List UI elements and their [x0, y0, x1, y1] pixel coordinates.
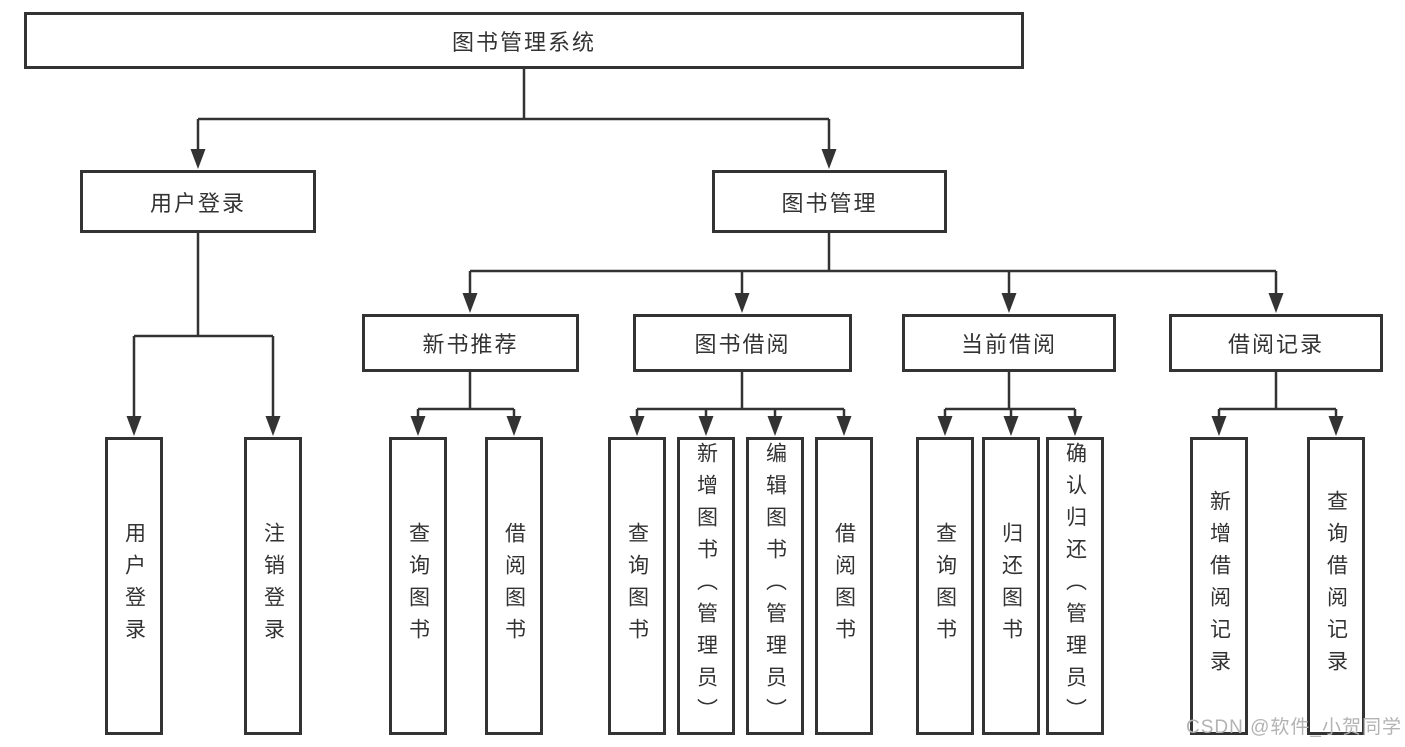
- arrowhead-icon: [734, 293, 750, 313]
- arrowhead-icon: [1268, 293, 1284, 313]
- arrowhead-icon: [767, 416, 783, 436]
- connector-line: [468, 233, 1278, 294]
- leaf-add-borrow-record: 新增借阅记录: [1190, 437, 1248, 735]
- leaf-query-book: 查询图书: [608, 437, 666, 735]
- arrowhead-icon: [1003, 416, 1019, 436]
- arrowhead-icon: [126, 416, 142, 436]
- leaf-add-book-admin: 新增图书（管理员）: [677, 437, 735, 735]
- node-root: 图书管理系统: [24, 12, 1024, 69]
- connector-line: [1217, 372, 1338, 417]
- arrowhead-icon: [1001, 293, 1017, 313]
- connector-line: [416, 372, 516, 417]
- arrowhead-icon: [506, 416, 522, 436]
- arrowhead-icon: [821, 149, 837, 169]
- connector-new-book-recommend-to-leaves: [410, 372, 522, 436]
- node-book-management: 图书管理: [712, 170, 947, 233]
- leaf-confirm-return-admin: 确认归还（管理员）: [1046, 437, 1104, 735]
- arrowhead-icon: [1328, 416, 1344, 436]
- connector-line: [943, 372, 1077, 417]
- arrowhead-icon: [462, 293, 478, 313]
- leaf-logout: 注销登录: [244, 437, 302, 735]
- arrowhead-icon: [190, 149, 206, 169]
- node-book-borrow: 图书借阅: [633, 314, 852, 372]
- connector-user-login-to-leaves: [126, 233, 281, 436]
- node-borrow-records: 借阅记录: [1169, 314, 1383, 372]
- watermark: CSDN @软件_小贺同学: [1186, 717, 1402, 738]
- arrowhead-icon: [836, 416, 852, 436]
- arrowhead-icon: [1067, 416, 1083, 436]
- connector-current-borrow-to-leaves: [937, 372, 1083, 436]
- connector-book-borrow-to-leaves: [629, 372, 852, 436]
- leaf-query-book: 查询图书: [916, 437, 974, 735]
- node-current-borrow: 当前借阅: [902, 314, 1116, 372]
- arrowhead-icon: [410, 416, 426, 436]
- leaf-edit-book-admin: 编辑图书（管理员）: [746, 437, 804, 735]
- leaf-borrow-book: 借阅图书: [485, 437, 543, 735]
- leaf-query-borrow-record: 查询借阅记录: [1307, 437, 1365, 735]
- node-user-login: 用户登录: [80, 170, 316, 233]
- connector-borrow-records-to-leaves: [1211, 372, 1344, 436]
- arrowhead-icon: [265, 416, 281, 436]
- arrowhead-icon: [937, 416, 953, 436]
- arrowhead-icon: [698, 416, 714, 436]
- arrowhead-icon: [629, 416, 645, 436]
- leaf-borrow-book: 借阅图书: [815, 437, 873, 735]
- leaf-query-book: 查询图书: [389, 437, 447, 735]
- arrowhead-icon: [1211, 416, 1227, 436]
- connector-line: [132, 233, 275, 417]
- node-new-book-recommend: 新书推荐: [362, 314, 579, 372]
- connector-root-to-level2: [190, 68, 837, 169]
- connector-line: [196, 68, 831, 150]
- connector-line: [635, 372, 846, 417]
- leaf-user-login: 用户登录: [105, 437, 163, 735]
- leaf-return-book: 归还图书: [982, 437, 1040, 735]
- connector-book-management-to-level3: [462, 233, 1284, 313]
